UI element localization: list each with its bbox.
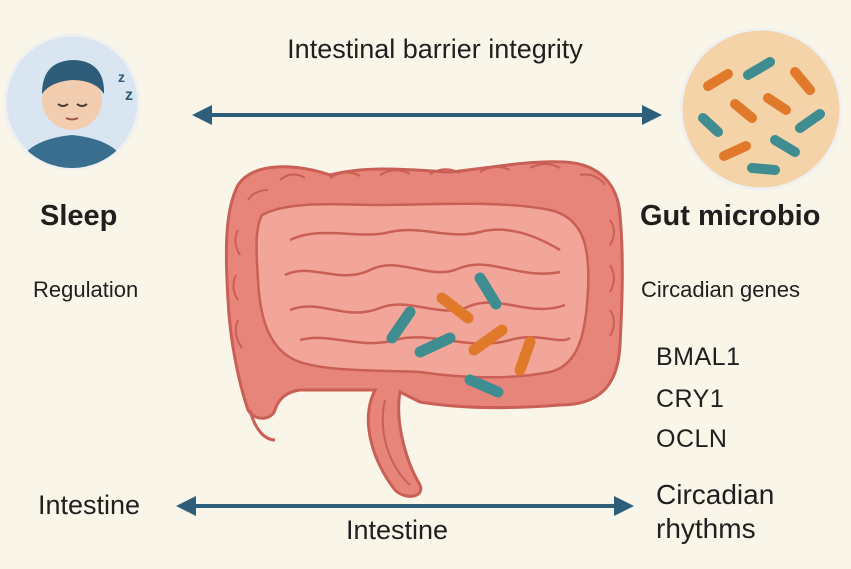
bacteria-orange-icon — [436, 292, 474, 324]
bacteria-orange-icon — [468, 324, 508, 356]
bacteria-teal-icon — [464, 374, 504, 398]
circadian-rhythms-label: Circadian rhythms — [656, 478, 846, 546]
circadian-rhythms-text: Circadian rhythms — [656, 479, 775, 544]
bacteria-teal-icon — [795, 109, 825, 133]
bacteria-teal-icon — [770, 135, 800, 157]
bacteria-orange-icon — [719, 141, 751, 161]
bacteria-orange-icon — [763, 93, 791, 115]
regulation-label: Regulation — [33, 277, 139, 302]
intestinal-barrier-label: Intestinal barrier integrity — [287, 34, 583, 64]
svg-text:z: z — [118, 69, 125, 85]
bacteria-orange-icon — [703, 69, 733, 91]
circadian-genes-label: Circadian genes — [641, 277, 800, 302]
gene-bmal1-label: BMAL1 — [656, 343, 741, 371]
bacteria-teal-icon — [743, 57, 775, 80]
bacteria-orange-icon — [730, 99, 757, 123]
intestine-illustration — [224, 160, 624, 498]
sleep-person-icon: z z — [3, 33, 141, 171]
gut-microbiota-label: Gut microbio — [640, 200, 821, 232]
bacteria-teal-icon — [474, 272, 502, 310]
gene-ocln-label: OCLN — [656, 425, 728, 453]
gene-cry1-label: CRY1 — [656, 385, 725, 413]
intestine-bottom-label: Intestine — [346, 515, 449, 545]
bacteria-teal-icon — [414, 332, 456, 358]
bacteria-teal-icon — [698, 113, 723, 137]
bacteria-teal-icon — [747, 163, 780, 175]
sleep-label: Sleep — [40, 200, 118, 232]
svg-text:z: z — [125, 87, 133, 104]
microbiota-icon — [679, 27, 843, 191]
bacteria-orange-icon — [790, 67, 815, 95]
bacteria-teal-icon — [386, 306, 416, 344]
bacteria-orange-icon — [514, 336, 536, 376]
intestine-left-label: Intestine — [38, 490, 141, 520]
